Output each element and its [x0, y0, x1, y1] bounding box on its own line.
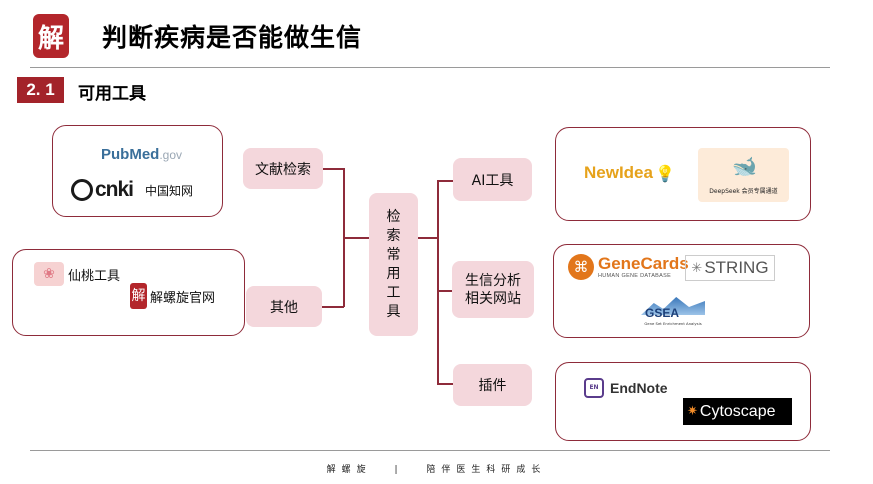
other-tools-box: ❀ 仙桃工具 解 解螺旋官网 [12, 249, 245, 336]
footer: 解螺旋 | 陪伴医生科研成长 [0, 462, 873, 475]
center-node: 检 索 常 用 工 具 [369, 193, 418, 336]
plugins-box: EN EndNote ✷ Cytoscape [555, 362, 811, 441]
whale-icon: 🐋 [732, 154, 757, 178]
branch-literature-search: 文献检索 [243, 148, 323, 189]
footer-slogan: 陪伴医生科研成长 [426, 465, 547, 475]
center-node-label: 检 索 常 用 工 具 [386, 208, 401, 320]
connector [418, 237, 438, 239]
literature-tools-box: PubMed.gov cnki 中国知网 [52, 125, 223, 217]
endnote-badge-icon: EN [584, 378, 604, 398]
connector [437, 383, 453, 385]
branch-label: 插件 [478, 378, 507, 394]
connector [437, 290, 453, 292]
jieluoxuan-seal-icon: 解 [130, 283, 147, 309]
branch-label: 生信分析 相关网站 [465, 272, 521, 307]
dna-icon: ⌘ [568, 254, 594, 280]
branch-label: AI工具 [471, 172, 514, 189]
pubmed-logo[interactable]: PubMed.gov [101, 146, 183, 163]
footer-separator: | [394, 465, 404, 475]
genecards-logo[interactable]: ⌘ GeneCards HUMAN GENE DATABASE [568, 254, 689, 280]
peach-icon: ❀ [34, 262, 64, 286]
connector [343, 237, 369, 239]
section-title: 可用工具 [78, 84, 146, 104]
branch-other: 其他 [246, 286, 322, 327]
deepseek-logo[interactable]: 🐋 DeepSeek 会员专属通道 [698, 148, 789, 202]
cytoscape-logo[interactable]: ✷ Cytoscape [683, 398, 792, 425]
cnki-circle-icon [71, 179, 93, 201]
branch-label: 文献检索 [255, 161, 311, 178]
cytoscape-network-icon: ✷ [687, 404, 698, 419]
lightbulb-icon: 💡 [654, 163, 675, 183]
jieluoxuan-logo[interactable]: 解 解螺旋官网 [130, 283, 215, 309]
network-icon: ✳ [691, 260, 703, 276]
footer-divider [30, 450, 830, 451]
connector [322, 168, 344, 170]
branch-ai-tools: AI工具 [453, 158, 532, 201]
brand-logo: 解 [33, 14, 69, 58]
string-logo[interactable]: ✳ STRING [685, 255, 775, 281]
section-number-badge: 2. 1 [17, 77, 64, 103]
connector [322, 306, 344, 308]
bioinformatics-sites-box: ⌘ GeneCards HUMAN GENE DATABASE ✳ STRING… [553, 244, 810, 338]
branch-bioinformatics-sites: 生信分析 相关网站 [452, 261, 534, 318]
page-title: 判断疾病是否能做生信 [102, 23, 363, 52]
branch-plugins: 插件 [453, 364, 532, 406]
footer-brand: 解螺旋 [326, 465, 372, 475]
endnote-logo[interactable]: EN EndNote [584, 378, 668, 398]
connector [437, 180, 453, 182]
branch-label: 其他 [270, 299, 298, 316]
ai-tools-box: NewIdea 💡 🐋 DeepSeek 会员专属通道 [555, 127, 811, 221]
cnki-logo[interactable]: cnki 中国知网 [71, 178, 193, 202]
xiantao-logo[interactable]: ❀ 仙桃工具 [34, 262, 120, 286]
connector [437, 180, 439, 384]
gsea-logo[interactable]: GSEA Gene Set Enrichment Analysis [641, 295, 705, 329]
newidea-logo[interactable]: NewIdea 💡 [584, 163, 675, 183]
header-divider [30, 67, 830, 68]
